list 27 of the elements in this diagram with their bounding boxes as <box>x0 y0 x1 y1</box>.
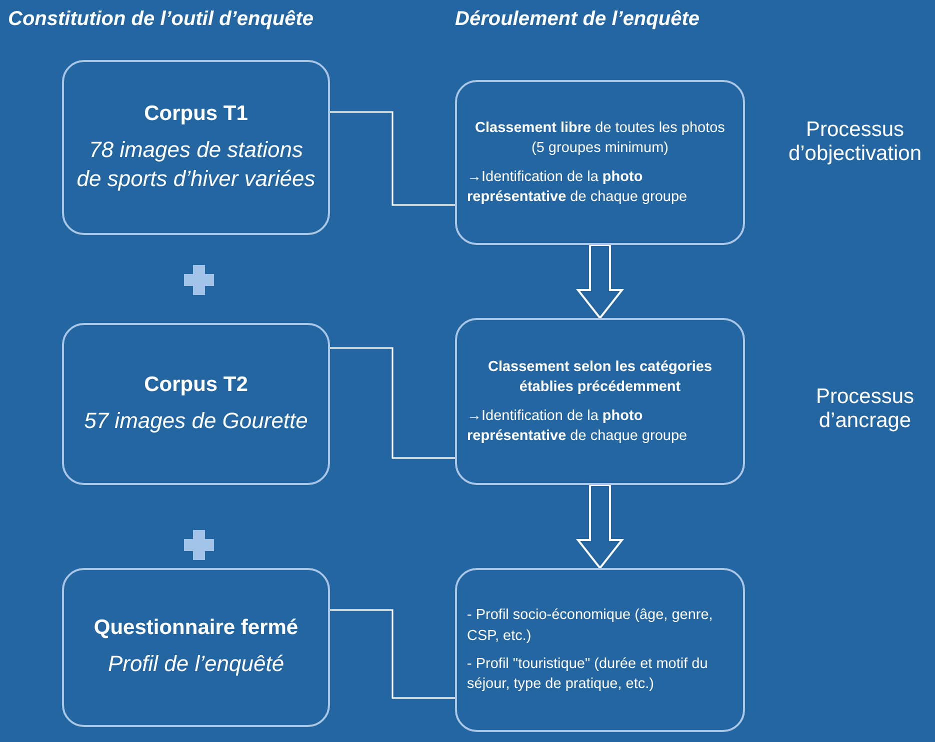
box-heading: Corpus T1 <box>144 102 248 126</box>
block-arrow <box>576 484 624 570</box>
connector-line <box>330 609 455 699</box>
process-label: Processus d’ancrage <box>814 385 916 433</box>
column-heading: Constitution de l’outil d’enquête <box>8 8 314 31</box>
box-text: →Identification de la photo représentative de chaque groupe <box>467 168 688 207</box>
box-heading: Questionnaire fermé <box>94 616 298 640</box>
box-description: 78 images de stations de sports d’hiver variées <box>76 136 316 193</box>
process-box <box>62 323 330 485</box>
process-box <box>62 568 330 727</box>
process-box <box>62 60 330 235</box>
box-text: →Identification de la photo représentative de chaque groupe <box>467 406 688 446</box>
connector-line <box>330 347 455 459</box>
process-box <box>455 80 745 245</box>
block-arrow <box>576 244 624 320</box>
box-description: 57 images de Gourette <box>84 406 308 435</box>
box-text: - Profil "touristique" (durée et motif du séjour, type de pratique, etc.) <box>467 655 709 694</box>
box-text: Classement selon les catégories établies précédemment <box>486 358 714 398</box>
box-text: Classement libre de toutes les photos (5 groupes minimum) <box>474 118 726 158</box>
connector-line <box>330 111 455 206</box>
box-description: Profil de l’enquêté <box>108 650 284 678</box>
process-box <box>455 568 745 732</box>
column-heading: Déroulement de l’enquête <box>455 8 700 31</box>
process-label: Processus d’objectivation <box>787 118 923 166</box>
box-text: - Profil socio-économique (âge, genre, CSP, etc.) <box>467 606 714 646</box>
process-box <box>455 318 745 485</box>
box-heading: Corpus T2 <box>144 372 248 397</box>
